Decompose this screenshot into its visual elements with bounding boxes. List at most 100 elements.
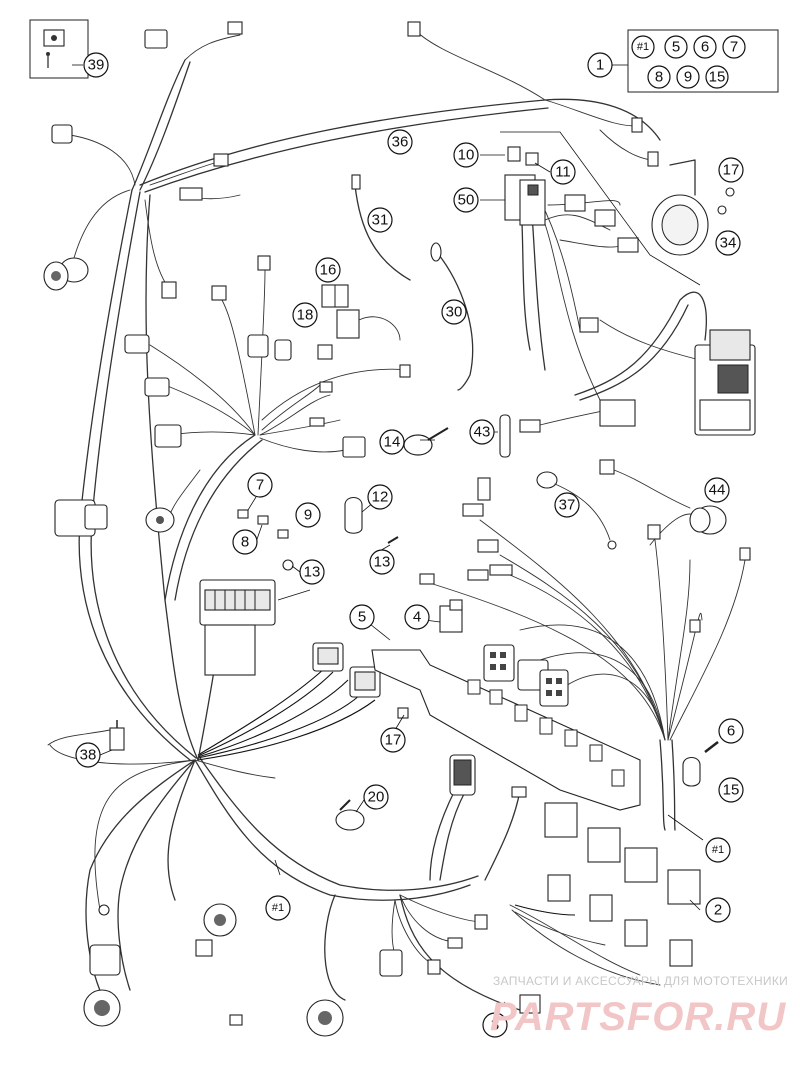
callout-30: 30 [441,299,467,325]
callout-34: 34 [715,230,741,256]
callout-8: 8 [232,529,258,555]
part-34-horn [651,159,735,256]
multi-plugs [483,644,569,707]
fuse-box [199,579,276,676]
callout-18: 18 [292,302,318,328]
ecu-plugs [312,642,409,719]
svg-text:7: 7 [730,39,738,56]
callout-36: 36 [387,129,413,155]
svg-text:44: 44 [709,482,726,499]
part-30-31 [351,174,474,391]
svg-text:#1: #1 [637,41,649,53]
svg-text:36: 36 [392,134,409,151]
svg-text:6: 6 [727,723,735,740]
svg-text:15: 15 [709,69,726,86]
kit-item-6: 6 [693,35,717,59]
svg-text:5: 5 [672,39,680,56]
callout-37: 37 [554,492,580,518]
svg-text:50: 50 [458,192,475,209]
callout-13-right: 13 [369,549,395,575]
callout-13-left: 13 [299,559,325,585]
callout-4: 4 [404,604,430,630]
kit-item-7: 7 [722,35,746,59]
watermark-caption: ЗАПЧАСТИ И АКСЕССУАРЫ ДЛЯ МОТОТЕХНИКИ [493,974,788,988]
svg-text:2: 2 [714,902,722,919]
svg-text:31: 31 [372,212,389,229]
top-connectors [43,21,659,299]
svg-text:43: 43 [474,424,491,441]
callout-11: 11 [550,159,576,185]
part-2-relays [544,802,701,967]
callout-leaders [72,64,704,1011]
right-harness-fan [419,513,746,831]
callout-9: 9 [295,502,321,528]
part-4 [439,599,463,633]
callout-7: 7 [247,472,273,498]
kit-item-hash1: #1 [631,35,655,59]
svg-text:17: 17 [385,732,402,749]
svg-text:17: 17 [723,162,740,179]
right-fan-connectors [419,459,751,633]
kit-item-5: 5 [664,35,688,59]
bottom-connectors [83,903,541,1037]
svg-text:13: 13 [304,564,321,581]
callout-5: 5 [349,604,375,630]
svg-text:7: 7 [256,477,264,494]
callout-12: 12 [367,484,393,510]
main-plug-boot [449,754,527,798]
callout-16: 16 [315,257,341,283]
callout-6: 6 [718,718,744,744]
svg-text:3: 3 [491,1017,499,1034]
watermark-logo: PARTSFOR.RU [490,995,786,1039]
svg-text:10: 10 [458,147,475,164]
svg-text:16: 16 [320,262,337,279]
part-20 [335,799,365,831]
callout-2: 2 [705,897,731,923]
callout-10: 10 [453,142,479,168]
callout-50: 50 [453,187,479,213]
svg-text:1: 1 [596,57,604,74]
svg-text:#1: #1 [712,844,724,856]
ecu-module [694,329,756,436]
part-6-15 [682,741,719,787]
callout-3: 3 [482,1012,508,1038]
small-parts [237,496,399,571]
svg-text:8: 8 [241,534,249,551]
watermark: ЗАПЧАСТИ И АКСЕССУАРЫ ДЛЯ МОТОТЕХНИКИ PA… [490,974,788,1039]
part-14-cable-tie [403,427,449,456]
callout-43: 43 [469,419,495,445]
svg-text:38: 38 [80,747,97,764]
left-cluster-connectors [54,255,411,537]
svg-text:37: 37 [559,497,576,514]
callout-31: 31 [367,207,393,233]
svg-text:14: 14 [384,434,401,451]
ecu-wires [197,639,376,761]
callout-20: 20 [363,784,389,810]
svg-text:6: 6 [701,39,709,56]
callout-14: 14 [379,429,405,455]
svg-text:11: 11 [555,164,571,181]
callout-38: 38 [75,742,101,768]
callout-hash1-right: #1 [705,837,731,863]
svg-text:5: 5 [358,609,366,626]
svg-text:#1: #1 [272,902,284,914]
svg-text:15: 15 [723,782,740,799]
svg-text:4: 4 [413,609,421,626]
part-5-bracket [371,649,641,811]
svg-text:39: 39 [88,57,105,74]
callout-17-top: 17 [718,157,744,183]
svg-text:9: 9 [684,69,692,86]
part-16-18 [317,284,401,360]
kit-item-8: 8 [647,65,671,89]
callout-44: 44 [704,477,730,503]
mid-cluster-wires [149,269,411,601]
part-43-strap [499,414,511,458]
svg-text:12: 12 [372,489,389,506]
part-38-sensor [47,720,125,751]
svg-text:13: 13 [374,554,391,571]
kit-contents-box: #1 5 6 7 8 9 15 [627,29,779,93]
kit-item-15: 15 [705,65,729,89]
kit-item-9: 9 [676,65,700,89]
callout-39: 39 [83,52,109,78]
